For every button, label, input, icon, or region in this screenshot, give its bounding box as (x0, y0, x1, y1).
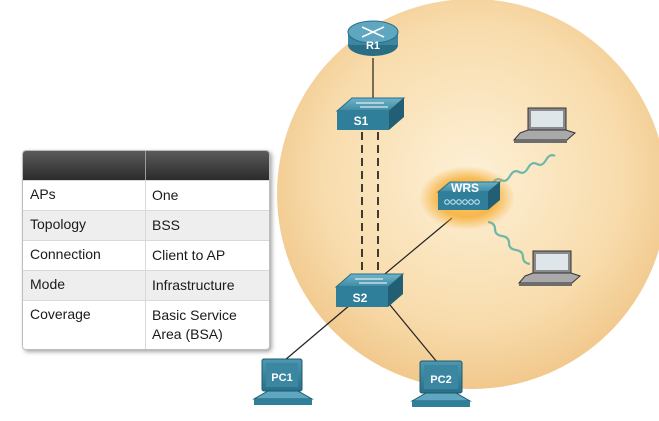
row-value: BSS (152, 217, 181, 233)
link-s2-pc1 (284, 304, 351, 361)
table-row: Topology BSS (23, 210, 269, 240)
switch-s2[interactable]: S2 (334, 273, 405, 307)
pc-2[interactable]: PC2 (410, 360, 472, 407)
table-row: APs One (23, 180, 269, 210)
switch-arrows-icon (356, 102, 388, 108)
table-header-cell (23, 151, 146, 180)
row-key: Coverage (23, 301, 146, 349)
wlan-info-table: APs One Topology BSS Connection Client t… (22, 150, 270, 350)
router-label: R1 (366, 40, 380, 52)
router-arrows-icon (361, 26, 385, 38)
switch-s1[interactable]: S1 (335, 97, 406, 130)
row-key: APs (23, 181, 146, 210)
row-value: Client to AP (152, 247, 226, 263)
pc1-label: PC1 (271, 372, 292, 384)
laptop-1[interactable] (512, 107, 576, 143)
wrs-ports-icon (444, 199, 480, 205)
row-value: Infrastructure (152, 277, 235, 293)
row-key: Topology (23, 211, 146, 240)
wrs-label: WRS (451, 181, 479, 195)
table-row: Connection Client to AP (23, 240, 269, 270)
link-s2-pc2 (389, 304, 438, 363)
switch-s1-label: S1 (354, 114, 369, 128)
row-value: Basic Service Area (BSA) (152, 307, 237, 342)
table-header-cell (146, 151, 269, 180)
pc-1[interactable]: PC1 (252, 358, 314, 405)
router-r1[interactable]: R1 (347, 20, 399, 56)
switch-arrows-icon (355, 278, 387, 284)
table-row: Coverage Basic Service Area (BSA) (23, 300, 269, 349)
link-s2-wrs (379, 217, 453, 279)
row-value: One (152, 187, 179, 203)
wireless-router-wrs[interactable]: WRS (419, 166, 515, 230)
row-key: Connection (23, 241, 146, 270)
pc2-label: PC2 (430, 374, 451, 386)
table-header (23, 151, 269, 180)
laptop-2[interactable] (517, 250, 581, 286)
row-key: Mode (23, 271, 146, 300)
table-row: Mode Infrastructure (23, 270, 269, 300)
switch-s2-label: S2 (353, 291, 368, 305)
wireless-link-laptop2 (487, 220, 531, 266)
